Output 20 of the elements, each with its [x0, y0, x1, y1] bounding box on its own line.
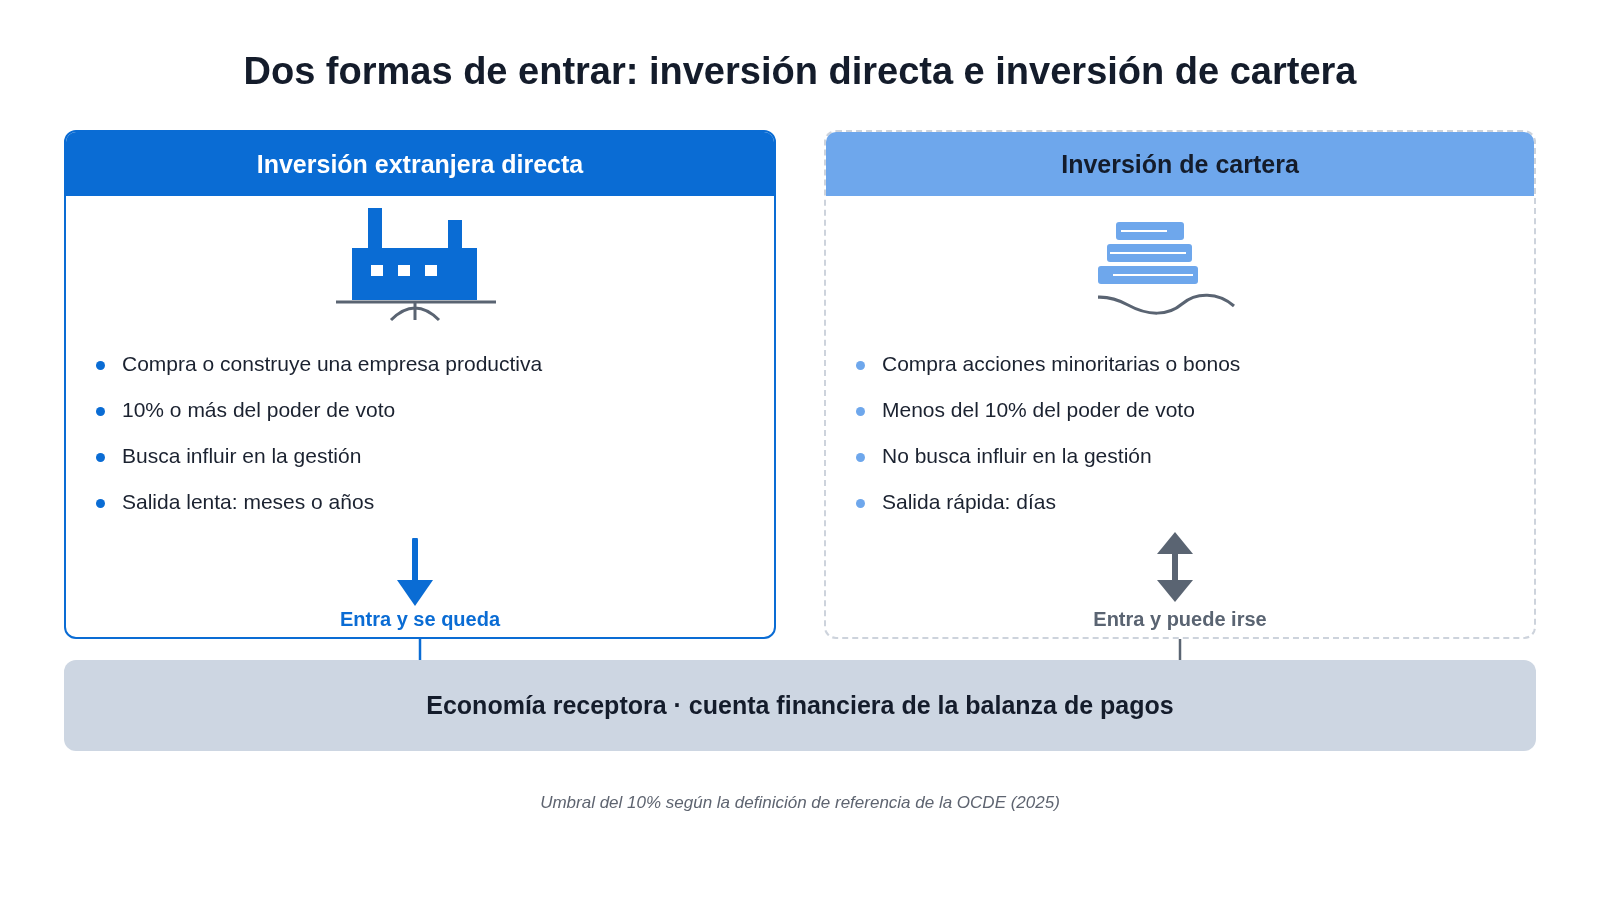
panel-footer-label: Entra y puede irse: [1092, 608, 1268, 631]
bullet-text: Menos del 10% del poder de voto: [882, 398, 1196, 422]
bullet-text: Salida lenta: meses o años: [122, 490, 376, 514]
bullet-text: 10% o más del poder de voto: [122, 398, 397, 422]
band-text: Economía receptora · cuenta financiera de la balanza de pagos: [426, 691, 1174, 720]
bullet-text: Salida rápida: días: [882, 490, 1057, 514]
diagram-title: Dos formas de entrar: inversión directa e inversión de cartera: [242, 50, 1358, 93]
panel-header: Inversión de cartera: [826, 132, 1534, 196]
panel-header: Inversión extranjera directa: [66, 132, 774, 196]
caption: Umbral del 10% según la definición de referencia de la OCDE (2025): [539, 793, 1061, 813]
connector-line: [1178, 639, 1182, 660]
dashed-panel: [824, 130, 1536, 639]
panel-footer-label: Entra y se queda: [338, 608, 502, 631]
bullet-text: No busca influir en la gestión: [882, 444, 1153, 468]
bullet-text: Compra acciones minoritarias o bonos: [882, 352, 1242, 376]
summary-band: [64, 660, 1536, 751]
bullet-text: Busca influir en la gestión: [122, 444, 363, 468]
panel: [64, 130, 776, 639]
connector-line: [418, 639, 422, 660]
bullet-text: Compra o construye una empresa productiva: [122, 352, 544, 376]
